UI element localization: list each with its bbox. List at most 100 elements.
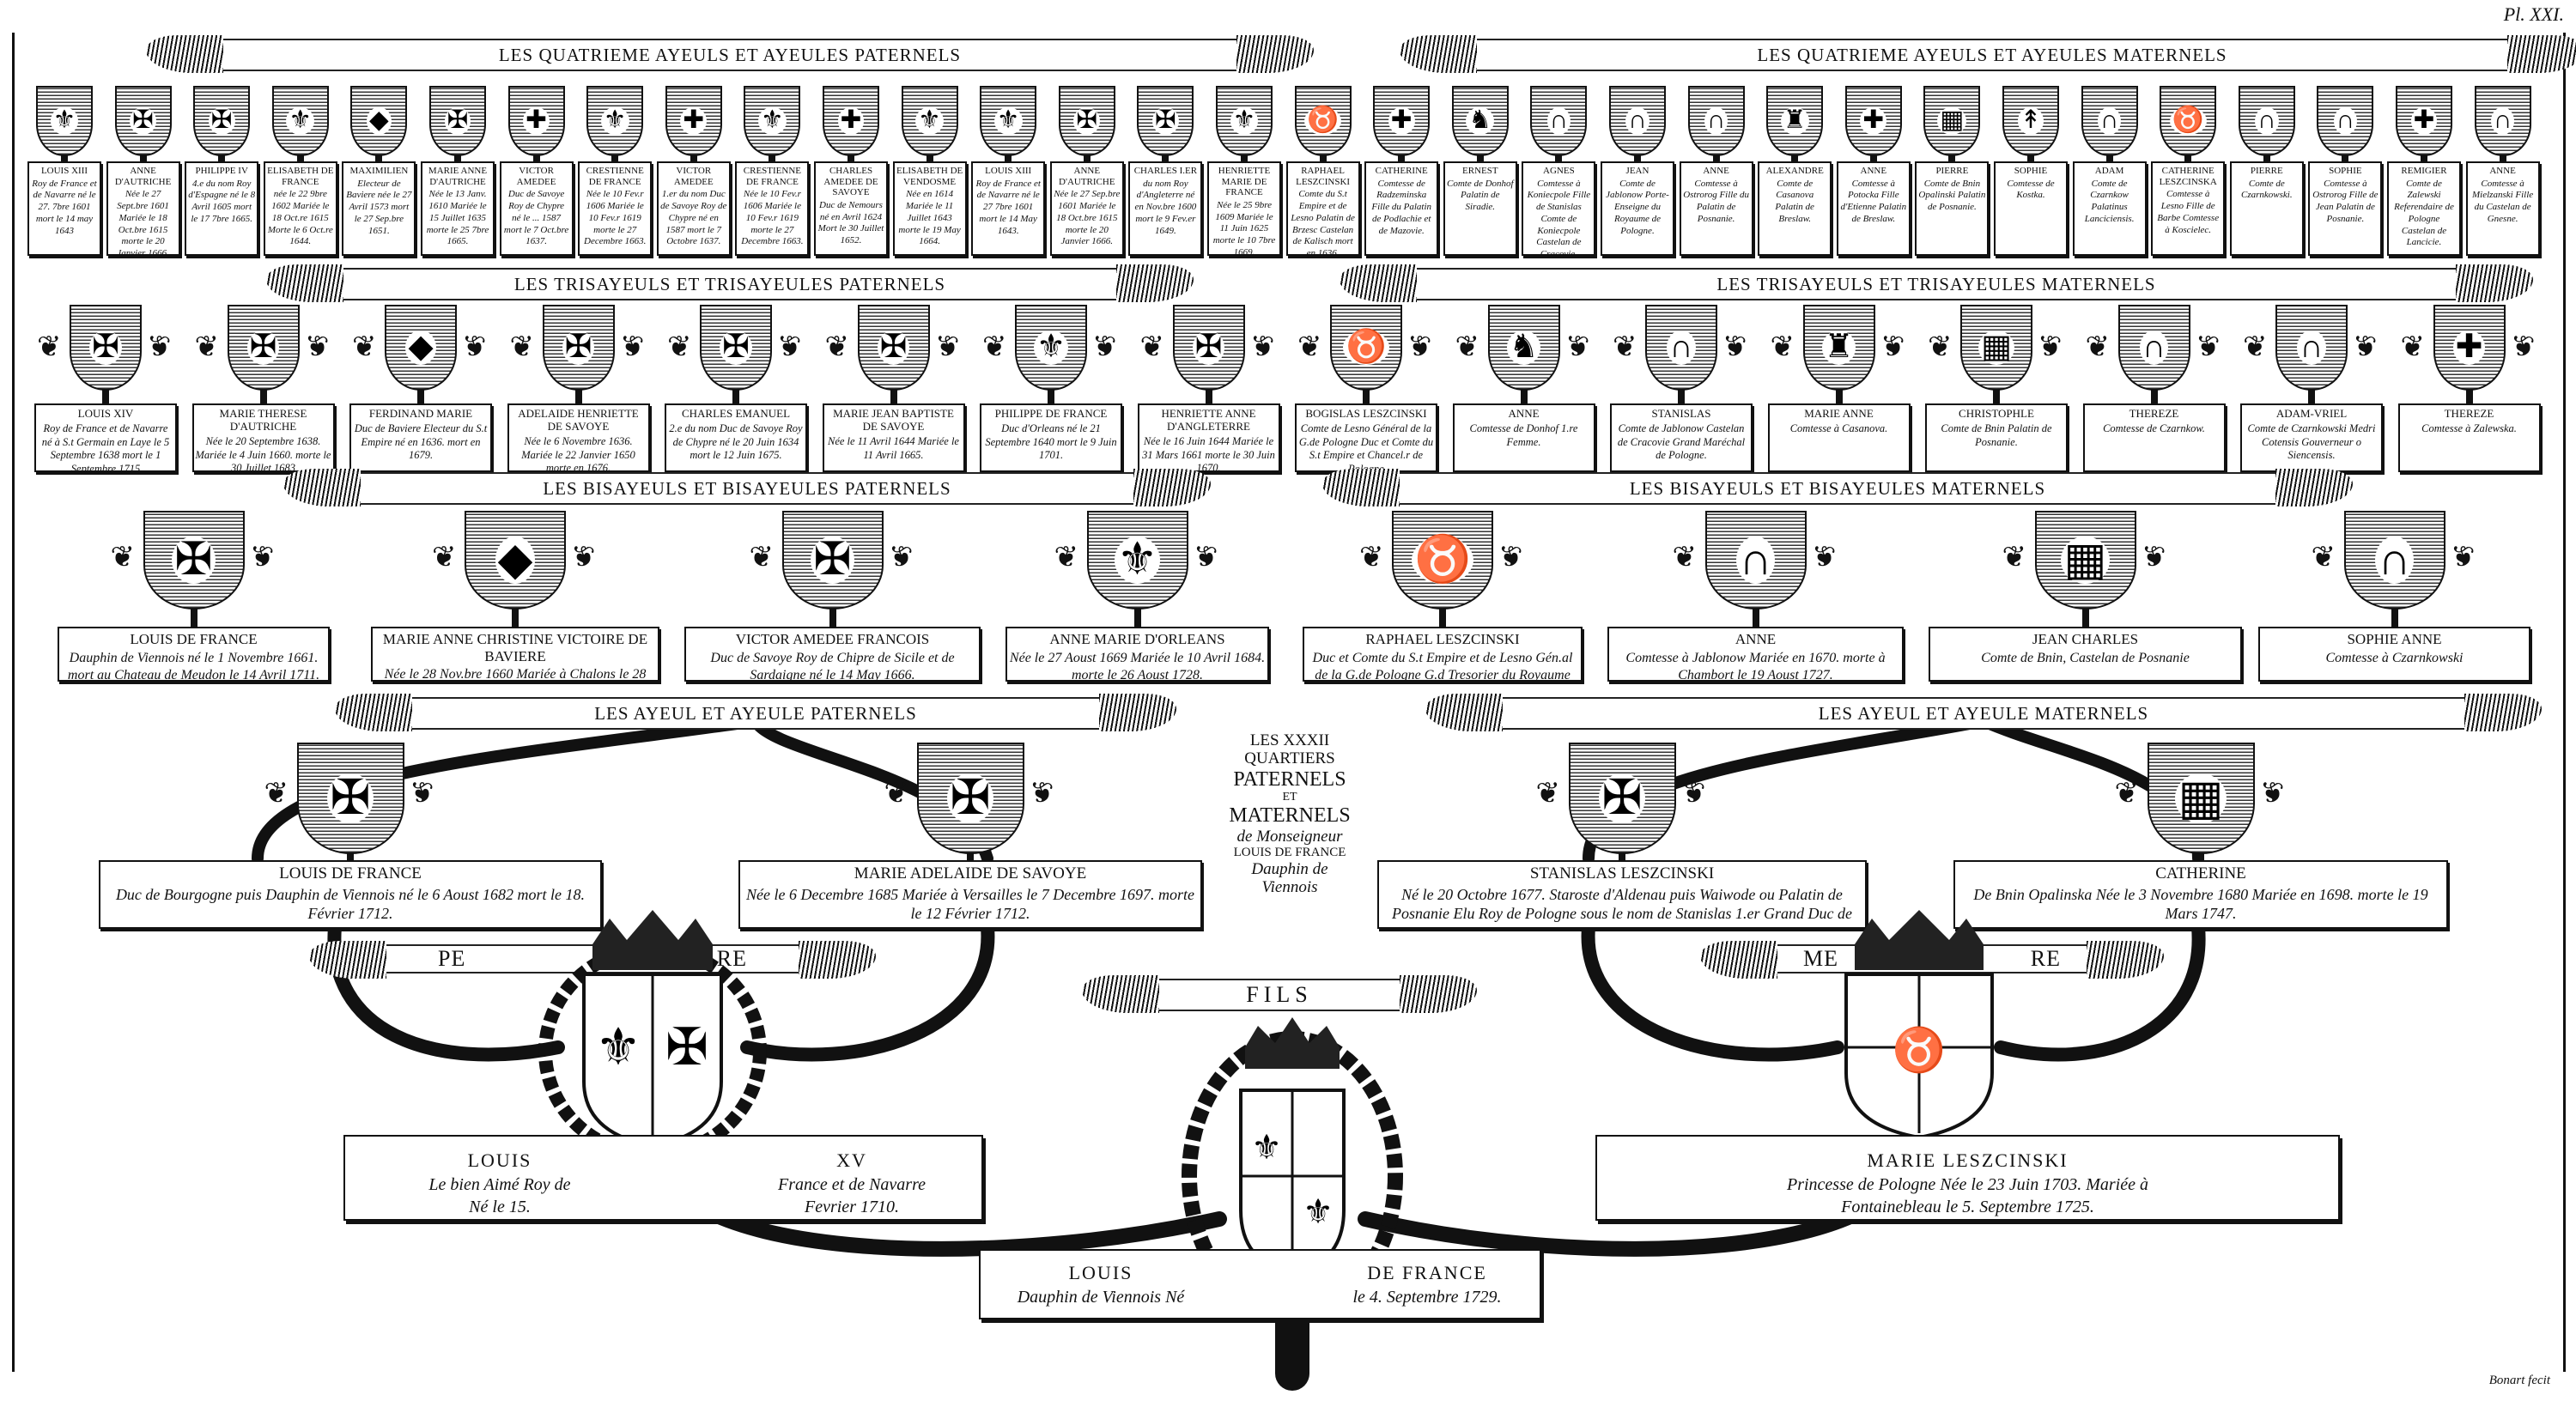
fleur-de-lis-icon: ⚜ xyxy=(993,107,1023,135)
stem xyxy=(139,151,147,163)
coat-of-arms-shield: ✠ xyxy=(542,305,615,391)
person-label: AnneComtesse à Potocka Fille d'Etienne P… xyxy=(1836,161,1911,256)
coat-of-arms-shield: ♞ xyxy=(1487,305,1560,391)
stem xyxy=(1678,385,1685,405)
person-label: Bogislas LeszcinskiComte de Lesno Généra… xyxy=(1295,403,1437,472)
person-label: Anne d'AutricheNée le 27 Sept.bre 1601 M… xyxy=(106,161,180,256)
person-details: Née le 28 Nov.bre 1660 Mariée à Chalons … xyxy=(384,667,647,682)
laurel-icon: ❦ xyxy=(2400,331,2426,364)
laurel-icon: ❦ xyxy=(1407,331,1432,364)
coat-of-arms-shield: ♉ xyxy=(1294,86,1352,156)
stem xyxy=(574,385,582,405)
coat-of-arms-shield: ∩ xyxy=(2474,86,2531,156)
person-details: Comtesse de Radzeminska Fille du Palatin… xyxy=(1371,178,1432,236)
person-details: Roy de France et de Navarre né à S.t Ger… xyxy=(41,422,170,472)
person-name: Elisabeth de Vendosme xyxy=(896,166,963,187)
person-label: AnneComtesse à Mielzanski Fille du Caste… xyxy=(2465,161,2540,256)
person-label: Henriette Anne d'AngleterreNée le 16 Jui… xyxy=(1137,403,1280,472)
banner-mere-left: ME xyxy=(1803,946,1838,971)
quartered-icon: ✠ xyxy=(720,331,752,365)
stem xyxy=(890,385,897,405)
stem xyxy=(347,849,354,862)
person-label: CatherineComtesse de Radzeminska Fille d… xyxy=(1364,161,1439,256)
person-details: Comte de Bnin Opalinski Palatin de Posna… xyxy=(1918,178,1986,213)
center-title-line: de Monseigneur xyxy=(1236,827,1343,846)
coat-of-arms-shield: ♉ xyxy=(2160,86,2217,156)
branch xyxy=(740,920,995,1062)
person-label: AgnesComtesse à Koniecpole Fille de Stan… xyxy=(1522,161,1596,256)
laurel-icon: ❦ xyxy=(1811,542,1837,574)
laurel-icon: ❦ xyxy=(1359,542,1384,574)
quartered-icon: ✠ xyxy=(444,107,471,135)
laurel-icon: ❦ xyxy=(824,331,850,364)
laurel-icon: ❦ xyxy=(352,331,377,364)
coat-of-arms-shield: ▦ xyxy=(1923,86,1981,156)
person-label: Marie Anne d'AutricheNée le 13 Janv. 161… xyxy=(421,161,495,256)
person-name: Raphael Leszcinski xyxy=(1296,166,1351,187)
person-label: Ferdinand MarieDuc de Baviere Electeur d… xyxy=(349,403,492,472)
stem xyxy=(2197,849,2204,862)
fleur-de-lis-icon: ⚜ xyxy=(1303,1192,1334,1231)
stem xyxy=(1162,151,1170,163)
quartered-icon: ✠ xyxy=(1073,107,1101,135)
banner-row2-paternal: Les trisayeuls et trisayeules paternels xyxy=(266,264,1194,302)
person-label: Catherine LeszcinskaComtesse à Lesno Fil… xyxy=(2151,161,2226,256)
person-name: Louis de France xyxy=(130,631,258,647)
laurel-icon: ❦ xyxy=(2450,542,2476,574)
coat-of-arms-shield: ✠ xyxy=(193,86,251,156)
stem xyxy=(1133,604,1141,628)
coat-of-arms-shield: ✠ xyxy=(781,511,884,610)
quartered-icon: ✠ xyxy=(1151,107,1179,135)
person-label: Jean CharlesComte de Bnin, Castelan de P… xyxy=(1929,627,2242,682)
boar-head-icon: ♞ xyxy=(1466,107,1495,135)
stem xyxy=(102,385,109,405)
laurel-icon: ❦ xyxy=(1613,331,1637,364)
stem xyxy=(829,604,836,628)
coat-of-arms-shield: ∩ xyxy=(1530,86,1588,156)
wall-icon: ▦ xyxy=(1978,331,2014,365)
person-name: Agnes xyxy=(1543,166,1575,176)
person-name: Marie Therese d'Autriche xyxy=(219,407,307,433)
pere-label-box: LOUIS Le bien Aimé Roy de Né le 15. XV F… xyxy=(343,1135,983,1221)
person-details: Comtesse de Donhof 1.re Femme. xyxy=(1469,422,1578,448)
person-details: Comte de Czarnkow Palatinus Lanciciensis… xyxy=(2084,178,2135,224)
laurel-icon: ❦ xyxy=(1535,778,1561,810)
person-details: Comte de Bnin, Castelan de Posnanie xyxy=(1981,650,2190,665)
person-details: Roy de France et de Navarre né le 27 7br… xyxy=(975,178,1041,236)
stem xyxy=(1048,385,1054,405)
person-name: Anne Marie d'Orleans xyxy=(1049,631,1225,647)
person-details: Duc de Nemours né en Avril 1624 Mort le … xyxy=(817,199,884,246)
lozenges-icon: ◆ xyxy=(405,331,436,365)
person-details: Comtesse à Czarnkowski xyxy=(2325,650,2464,665)
fleur-de-lis-icon: ⚜ xyxy=(1251,1128,1282,1167)
person-label: AnneComtesse de Donhof 1.re Femme. xyxy=(1452,403,1595,472)
person-name: Thereze xyxy=(2129,407,2179,420)
stem xyxy=(732,385,739,405)
person-details: Née le 11 Avril 1644 Mariée le 11 Avril … xyxy=(828,434,959,461)
person-details: 1.er du nom Duc de Savoye Roy de Chypre … xyxy=(660,189,727,247)
coat-of-arms-shield: ✚ xyxy=(823,86,879,156)
person-label: Charles Emanuel2.e du nom Duc de Savoye … xyxy=(665,403,807,472)
banner-row3-maternal: Les bisayeuls et bisayeules maternels xyxy=(1322,469,2353,506)
pere-name-right: XV xyxy=(836,1149,867,1171)
bull-head-icon: ♉ xyxy=(1893,1025,1946,1074)
person-details: Née le 27 Sept.bre 1601 Mariée le 18 Oct… xyxy=(117,189,169,256)
laurel-icon: ❦ xyxy=(1139,331,1165,364)
person-label: RemigierComte de Zalewski Referendaire d… xyxy=(2387,161,2461,256)
laurel-icon: ❦ xyxy=(1455,331,1480,364)
person-label: Victor Amedee1.er du nom Duc de Savoye R… xyxy=(656,161,731,256)
laurel-icon: ❦ xyxy=(2195,331,2221,364)
center-title-line: LOUIS DE FRANCE xyxy=(1233,846,1346,860)
banner-row4-maternal: Les ayeul et ayeule maternels xyxy=(1425,694,2542,731)
cross-icon: ✚ xyxy=(2410,107,2438,135)
laurel-icon: ❦ xyxy=(110,542,136,574)
person-label: Marie Therese d'AutricheNée le 20 Septem… xyxy=(191,403,335,472)
stem xyxy=(1791,151,1799,163)
person-details: Né le 20 Octobre 1677. Staroste d'Aldena… xyxy=(1392,885,1852,927)
pere-text-left: Né le 15. xyxy=(469,1197,531,1216)
fils-label-box: LOUIS Dauphin de Viennois Né DE FRANCE l… xyxy=(979,1249,1541,1319)
person-details: Dauphin de Viennois né le 1 Novembre 166… xyxy=(67,650,320,682)
person-name: Bogislas Leszcinski xyxy=(1305,407,1427,420)
